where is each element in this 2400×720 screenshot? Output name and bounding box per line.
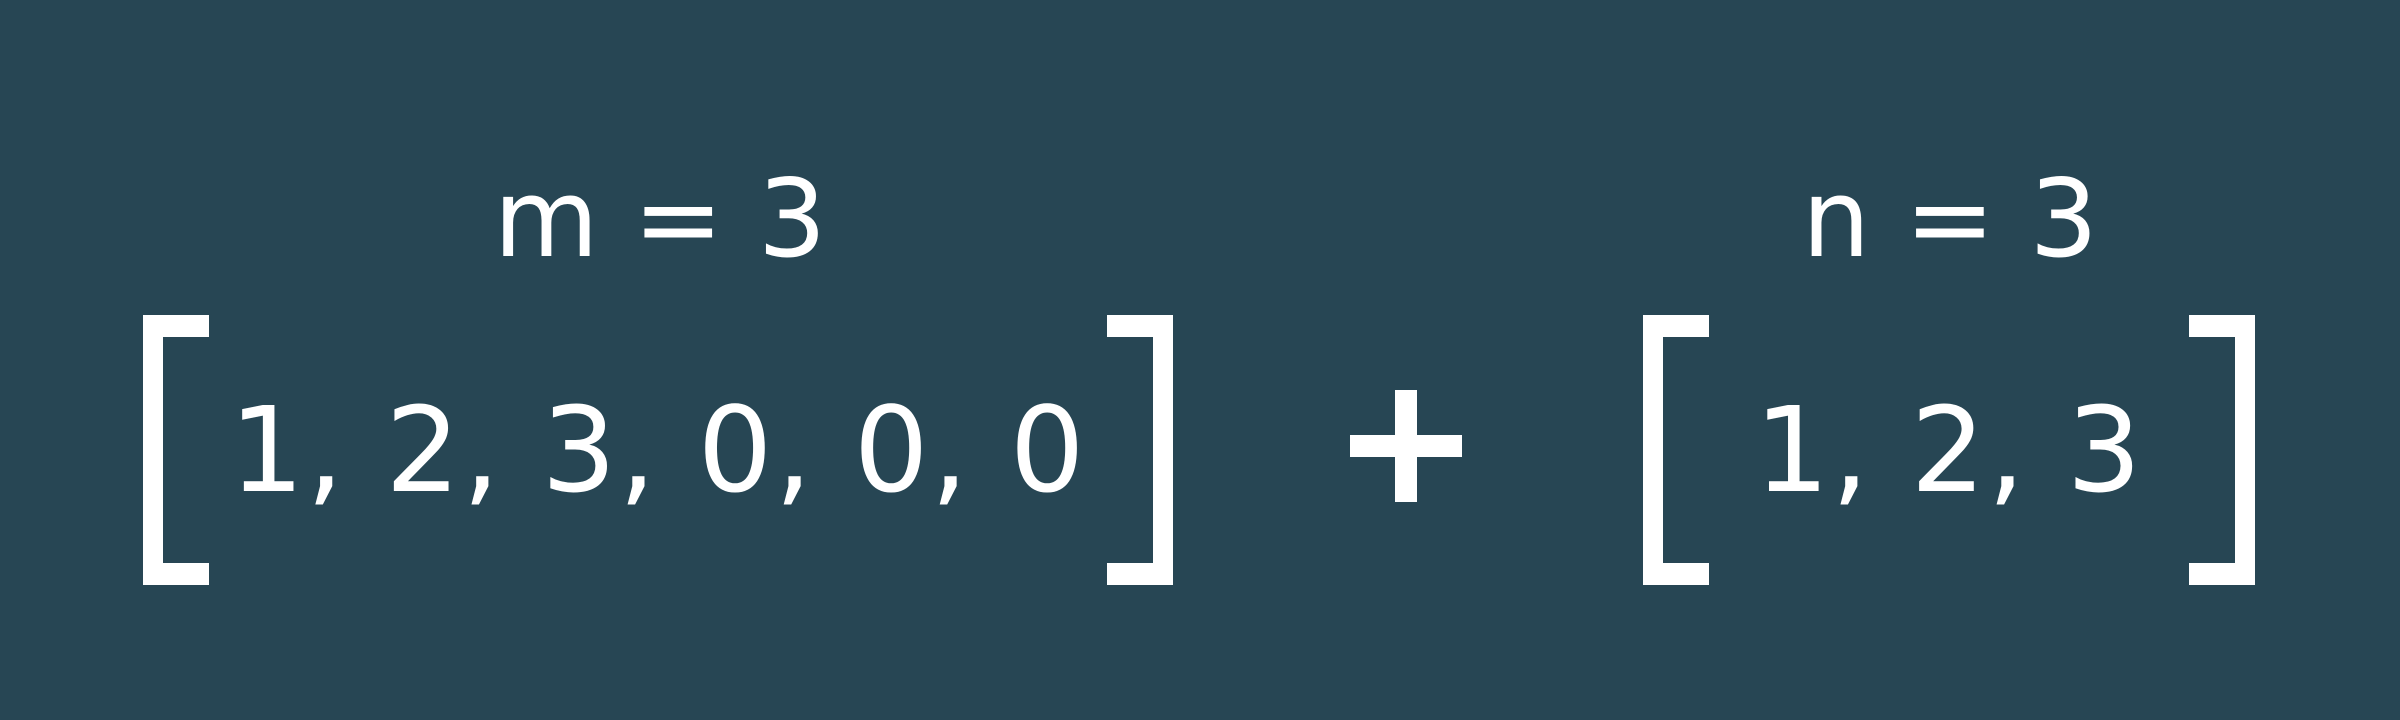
right-array-close-bracket [2189, 315, 2255, 585]
left-array-size-label: m = 3 [493, 157, 827, 282]
right-array-size-label: n = 3 [1801, 157, 2099, 282]
left-array-elements: 1, 2, 3, 0, 0, 0 [229, 381, 1087, 519]
left-array-close-bracket [1107, 315, 1173, 585]
right-array-open-bracket [1643, 315, 1709, 585]
right-array: 1, 2, 3 [1643, 315, 2255, 585]
left-array: 1, 2, 3, 0, 0, 0 [143, 315, 1173, 585]
right-array-elements: 1, 2, 3 [1754, 381, 2144, 519]
left-array-open-bracket [143, 315, 209, 585]
plus-operator-icon [1350, 390, 1462, 502]
